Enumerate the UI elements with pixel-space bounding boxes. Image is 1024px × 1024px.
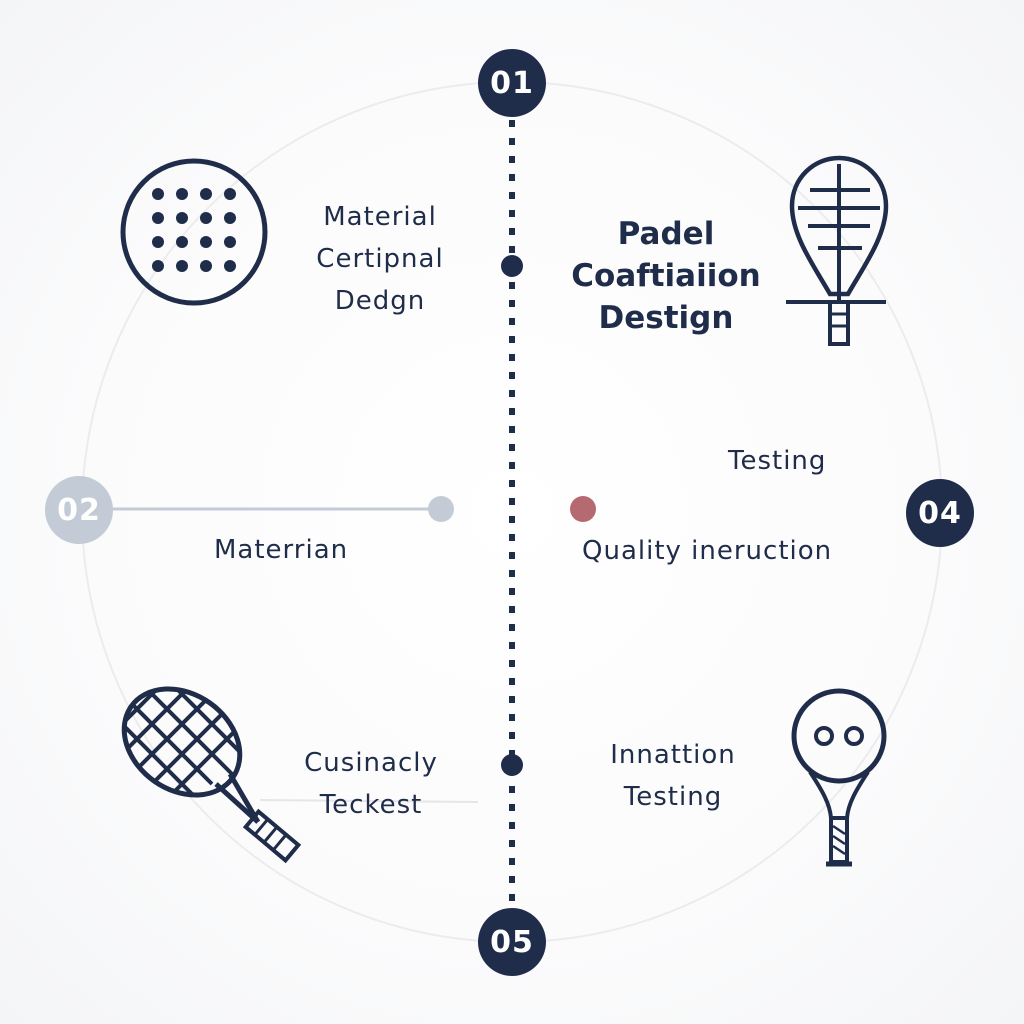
step-badge-02: 02 [45,476,113,544]
center-title-line-2: Coaftiaiion [571,258,761,294]
step-04-label-bottom: Quality ineruction [582,536,833,566]
spine-dot-upper [501,255,523,277]
step-number-04: 04 [918,495,962,531]
paddle-face-icon [791,688,887,867]
step-number-01: 01 [490,65,534,101]
connector-04-end-dot [570,496,596,522]
step-badge-01: 01 [478,49,546,117]
bottom-left-line-1: Cusinacly [304,748,438,778]
spine-dot-lower [501,754,523,776]
bottom-right-label: Innattion Testing [598,734,748,818]
bottom-right-line-2: Testing [623,782,723,812]
top-left-line-3: Dedgn [334,286,426,316]
tennis-racket-icon [112,684,302,864]
step-number-05: 05 [490,924,534,960]
top-left-line-2: Certipnal [316,244,444,274]
center-title: Padel Coaftiaiion Destign [556,213,776,339]
connector-02-end-dot [428,496,454,522]
step-02-label: Materrian [214,535,349,565]
step-number-02: 02 [57,492,101,528]
bottom-right-line-1: Innattion [610,740,736,770]
dotted-ball-icon [120,158,268,306]
top-left-label: Material Certipnal Dedgn [300,196,460,322]
bottom-left-line-2: Teckest [319,790,423,820]
step-badge-04: 04 [906,479,974,547]
step-04-label-top: Testing [728,446,827,476]
connector-bottom-left [259,799,479,803]
step-badge-05: 05 [478,908,546,976]
bottom-left-label: Cusinacly Teckest [286,742,456,826]
center-title-line-3: Destign [598,300,734,336]
top-left-line-1: Material [323,202,437,232]
padel-racket-icon [786,155,889,346]
center-title-line-1: Padel [617,216,715,252]
